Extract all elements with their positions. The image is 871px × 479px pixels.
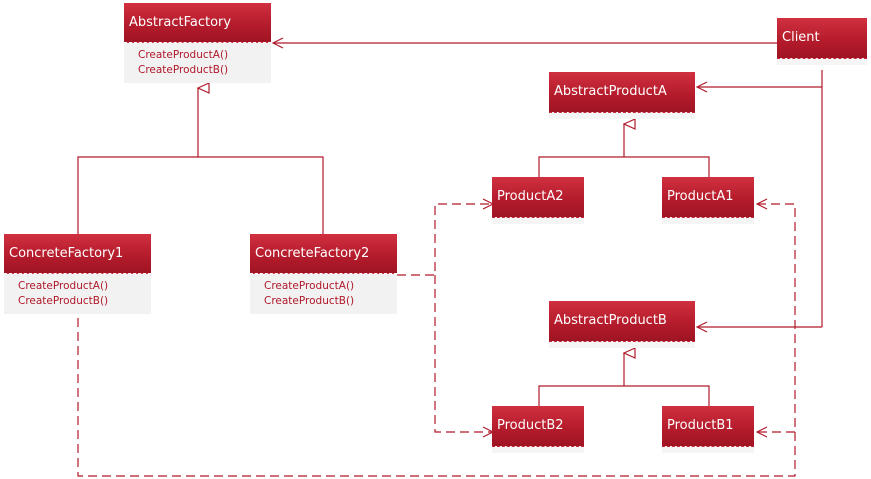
class-name: ConcreteFactory2 <box>250 234 397 274</box>
class-name: ProductA1 <box>662 177 754 217</box>
class-abstract-factory[interactable]: AbstractFactory CreateProductA() CreateP… <box>124 3 271 83</box>
class-separator <box>662 446 754 453</box>
class-name: AbstractProductA <box>549 72 695 112</box>
class-product-b2[interactable]: ProductB2 <box>492 406 584 453</box>
class-name: Client <box>777 18 867 58</box>
class-name: AbstractFactory <box>124 3 271 43</box>
operation: CreateProductB() <box>264 295 355 307</box>
class-client[interactable]: Client <box>777 18 867 65</box>
operation: CreateProductB() <box>138 64 229 76</box>
class-product-a1[interactable]: ProductA1 <box>662 177 754 224</box>
operation: CreateProductA() <box>138 49 229 61</box>
operation: CreateProductB() <box>18 295 109 307</box>
class-abstract-product-a[interactable]: AbstractProductA <box>549 72 695 119</box>
class-separator <box>777 58 867 65</box>
class-separator <box>662 217 754 224</box>
class-separator <box>549 341 695 348</box>
factory2-dependency-line <box>397 204 493 276</box>
factory2-dependency-line-b <box>434 275 493 432</box>
operations-list: CreateProductA() CreateProductB() <box>124 43 271 83</box>
class-separator <box>549 112 695 119</box>
class-product-b1[interactable]: ProductB1 <box>662 406 754 453</box>
operation: CreateProductA() <box>264 280 355 292</box>
factory1-dependency-line <box>77 204 796 477</box>
class-name: ProductB2 <box>492 406 584 446</box>
class-separator <box>492 446 584 453</box>
class-concrete-factory1[interactable]: ConcreteFactory1 CreateProductA() Create… <box>4 234 151 314</box>
class-name: AbstractProductB <box>549 301 695 341</box>
class-separator <box>492 217 584 224</box>
class-name: ProductB1 <box>662 406 754 446</box>
class-name: ConcreteFactory1 <box>4 234 151 274</box>
productb-inheritance-line <box>538 385 710 406</box>
class-name: ProductA2 <box>492 177 584 217</box>
class-product-a2[interactable]: ProductA2 <box>492 177 584 224</box>
producta-inheritance-line <box>538 156 710 178</box>
operations-list: CreateProductA() CreateProductB() <box>250 274 397 314</box>
class-abstract-product-b[interactable]: AbstractProductB <box>549 301 695 348</box>
factory-inheritance-line <box>77 156 324 235</box>
operations-list: CreateProductA() CreateProductB() <box>4 274 151 314</box>
class-concrete-factory2[interactable]: ConcreteFactory2 CreateProductA() Create… <box>250 234 397 314</box>
operation: CreateProductA() <box>18 280 109 292</box>
